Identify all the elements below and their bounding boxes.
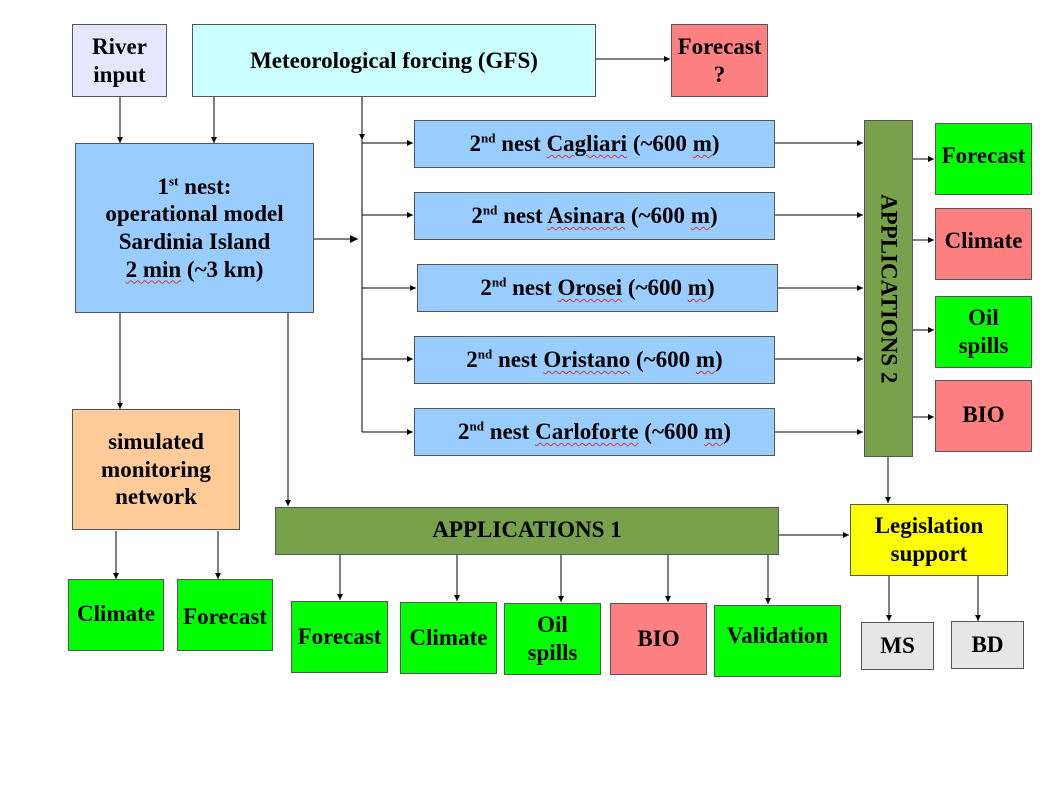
app1-bio-label: BIO — [637, 626, 680, 652]
meteo-forcing-label: Meteorological forcing (GFS) — [250, 47, 538, 73]
monitoring-line2: monitoring — [101, 456, 211, 482]
bd-box: BD — [951, 621, 1024, 669]
app2-forecast-label: Forecast — [941, 143, 1026, 168]
applications-2-label: APPLICATIONS 2 — [876, 193, 902, 384]
first-nest-line2: operational model — [105, 201, 284, 227]
ms-label: MS — [880, 633, 915, 659]
first-nest-title: 1st nest: — [157, 173, 232, 199]
app1-oil-spills-box: Oil spills — [504, 603, 601, 675]
first-nest-box: 1st nest: operational model Sardinia Isl… — [75, 143, 314, 313]
legislation-line2: support — [890, 541, 968, 566]
monitoring-network-box: simulated monitoring network — [72, 409, 240, 530]
bd-label: BD — [971, 632, 1004, 658]
applications-1-box: APPLICATIONS 1 — [275, 507, 779, 555]
monitoring-climate-box: Climate — [68, 579, 164, 651]
app2-oil-spills-box: Oil spills — [935, 296, 1032, 368]
app1-validation-label: Validation — [726, 623, 829, 648]
nest-cagliari-label: 2nd nest Cagliari (~600 m) — [469, 130, 720, 157]
forecast-question-box: Forecast ? — [671, 24, 768, 97]
app1-climate-box: Climate — [400, 602, 497, 674]
river-input-line1: River — [92, 33, 147, 59]
ms-box: MS — [861, 622, 934, 670]
monitoring-line3: network — [115, 484, 197, 510]
nest-orosei-label: 2nd nest Orosei (~600 m) — [480, 274, 715, 301]
nest-carloforte-box: 2nd nest Carloforte (~600 m) — [414, 408, 775, 456]
app2-oil-spills-line2: spills — [958, 333, 1009, 358]
app2-bio-label: BIO — [962, 402, 1005, 427]
nest-oristano-box: 2nd nest Oristano (~600 m) — [414, 336, 775, 384]
legislation-line1: Legislation — [874, 513, 984, 539]
applications-1-label: APPLICATIONS 1 — [432, 517, 622, 542]
app2-forecast-box: Forecast — [935, 123, 1032, 195]
meteo-forcing-box: Meteorological forcing (GFS) — [192, 24, 596, 97]
applications-2-box: APPLICATIONS 2 — [864, 120, 913, 457]
nest-cagliari-box: 2nd nest Cagliari (~600 m) — [414, 120, 775, 168]
app1-oil-spills-line1: Oil — [537, 612, 568, 638]
app2-oil-spills-line1: Oil — [968, 305, 999, 331]
app1-oil-spills-line2: spills — [527, 640, 578, 665]
app1-validation-box: Validation — [714, 605, 841, 677]
monitoring-line1: simulated — [108, 429, 204, 455]
monitoring-forecast-box: Forecast — [177, 579, 273, 651]
nest-carloforte-label: 2nd nest Carloforte (~600 m) — [457, 418, 731, 445]
nest-asinara-label: 2nd nest Asinara (~600 m) — [471, 202, 718, 229]
river-input-box: River input — [72, 24, 167, 97]
app2-bio-box: BIO — [935, 380, 1032, 452]
app2-climate-box: Climate — [935, 208, 1032, 280]
nest-orosei-box: 2nd nest Orosei (~600 m) — [417, 264, 778, 312]
forecast-question-line2: ? — [713, 61, 726, 87]
app2-climate-label: Climate — [944, 228, 1023, 253]
first-nest-line4: 2 min (~3 km) — [125, 256, 264, 282]
nest-oristano-label: 2nd nest Oristano (~600 m) — [466, 346, 723, 373]
app1-bio-box: BIO — [610, 603, 707, 675]
monitoring-forecast-label: Forecast — [183, 604, 267, 629]
app1-forecast-box: Forecast — [291, 601, 388, 673]
first-nest-line3: Sardinia Island — [118, 229, 271, 254]
legislation-support-box: Legislation support — [850, 504, 1008, 576]
forecast-question-line1: Forecast — [677, 33, 762, 59]
app1-forecast-label: Forecast — [297, 624, 382, 650]
app1-climate-label: Climate — [409, 625, 488, 651]
nest-asinara-box: 2nd nest Asinara (~600 m) — [414, 192, 775, 240]
monitoring-climate-label: Climate — [77, 601, 155, 626]
river-input-line2: input — [93, 61, 146, 87]
